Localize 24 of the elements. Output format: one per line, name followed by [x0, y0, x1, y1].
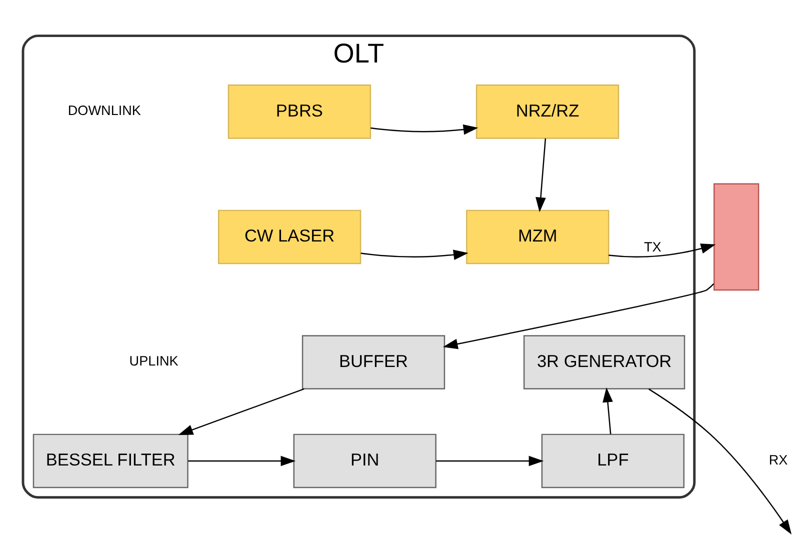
arrow — [360, 249, 468, 260]
node-box: NRZ/RZ — [476, 84, 620, 138]
node-box: PBRS — [228, 84, 372, 138]
edge-label: TX — [644, 239, 662, 254]
node-box — [714, 182, 760, 290]
node-box: CW LASER — [218, 209, 362, 264]
node-box: MZM — [466, 209, 610, 264]
arrow — [178, 388, 304, 434]
arrow — [436, 455, 544, 466]
node-box: LPF — [541, 433, 684, 488]
arrow — [602, 386, 613, 434]
node-box: 3R GENERATOR — [523, 334, 686, 389]
label: UPLINK — [129, 353, 178, 368]
arrow — [648, 388, 792, 534]
node-box: BUFFER — [302, 334, 446, 389]
node-box: BESSEL FILTER — [32, 433, 188, 488]
arrow — [536, 138, 546, 212]
arrow — [370, 124, 478, 134]
arrow — [188, 455, 296, 466]
arrow — [608, 243, 716, 257]
node-box: PIN — [293, 433, 436, 488]
edge-label: RX — [768, 452, 788, 467]
arrow — [442, 282, 714, 349]
label: DOWNLINK — [68, 102, 141, 118]
